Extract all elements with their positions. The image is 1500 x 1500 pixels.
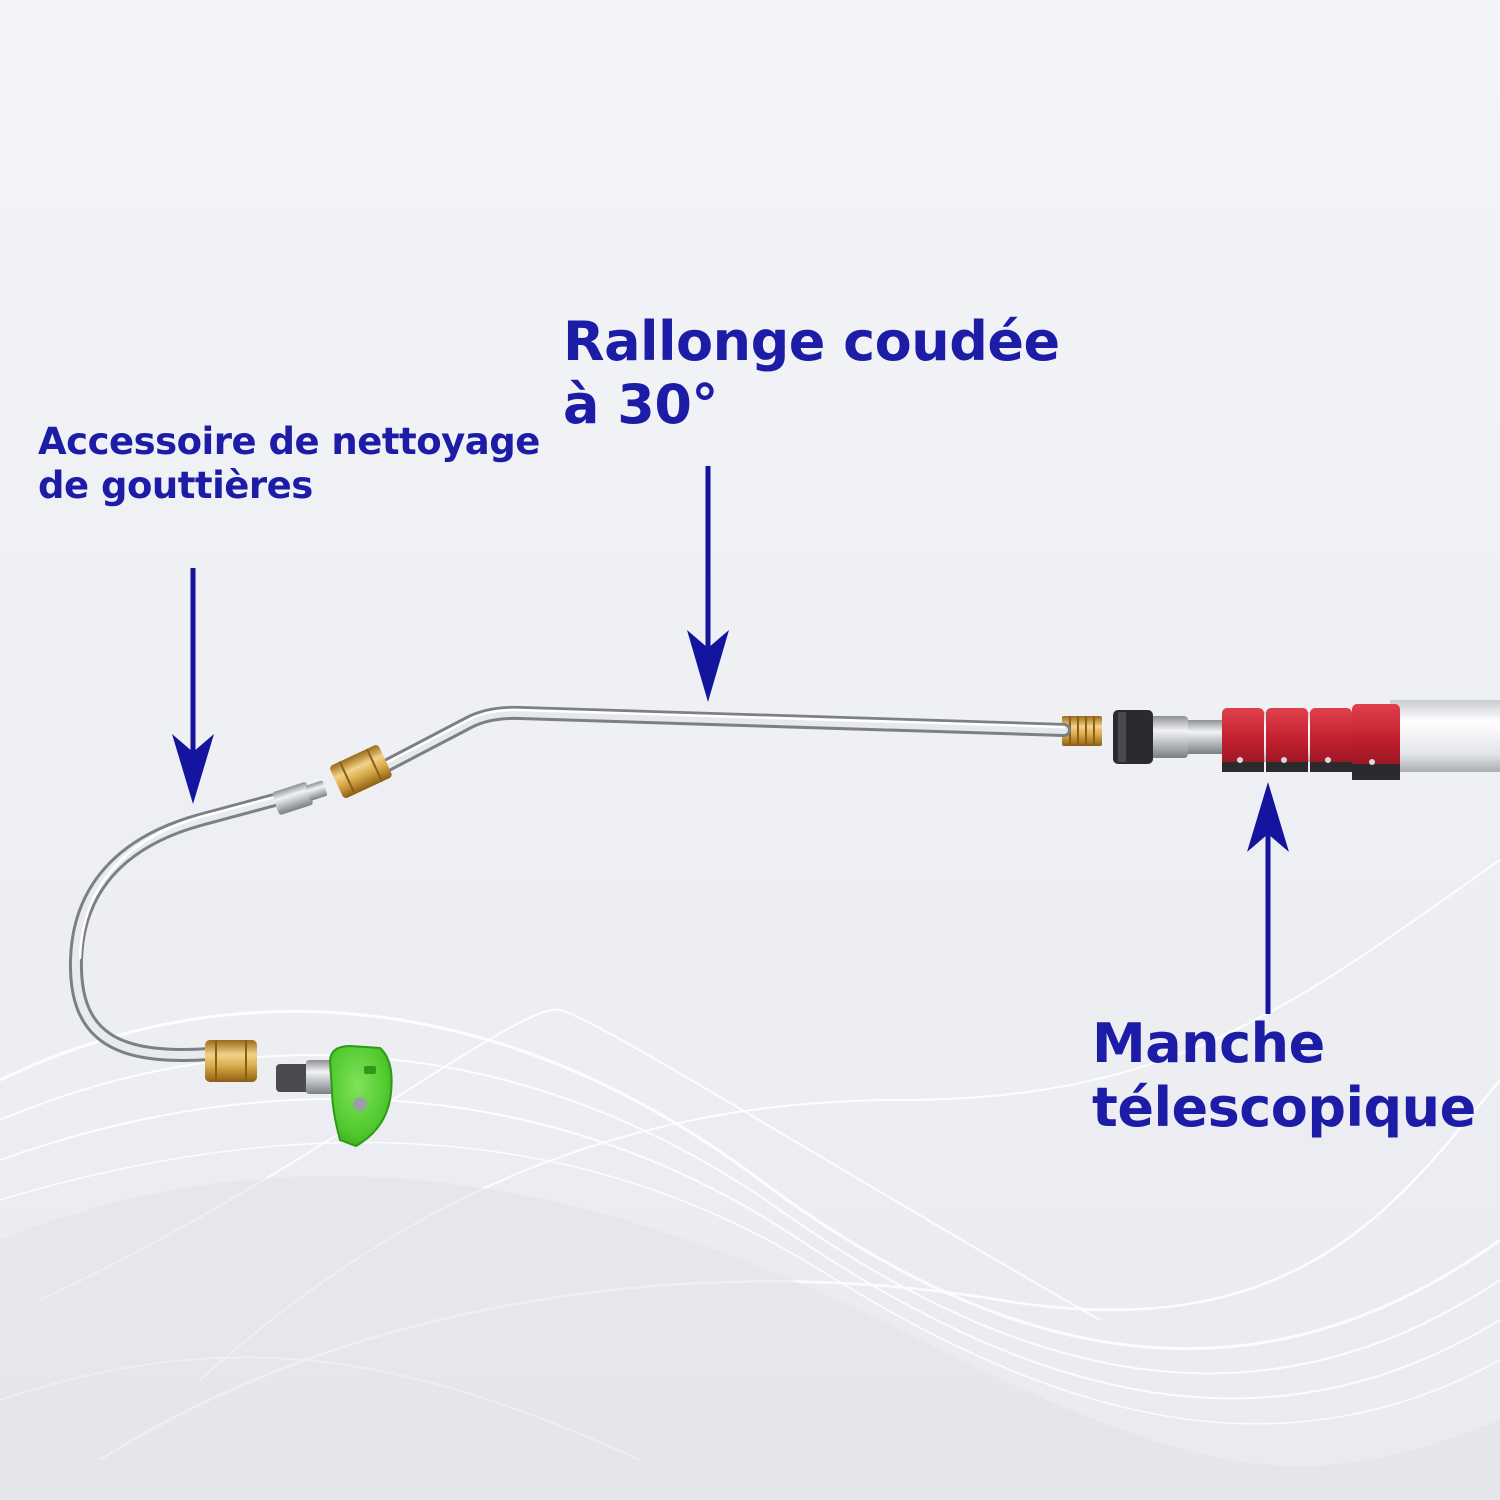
locking-clamp-1 [1222,708,1264,772]
locking-clamp-3 [1310,708,1352,772]
background-shade [0,1176,1500,1500]
label-extension-wand-line2: à 30° [563,373,718,437]
label-telescopic-handle-line2: télescopique [1092,1075,1476,1139]
gutter-hook-wand [68,780,327,1062]
label-telescopic-handle: Manche télescopique [1092,1012,1476,1139]
label-gutter-attachment-line2: de gouttières [38,464,313,508]
label-extension-wand-line1: Rallonge coudée [563,310,1060,373]
arrow-gutter-attachment [172,568,214,804]
locking-clamp-4 [1352,704,1400,780]
bent-extension-wand [330,705,1071,798]
arrow-telescopic-handle [1247,782,1289,1014]
label-telescopic-handle-line1: Manche [1092,1012,1325,1075]
telescopic-pole [1113,700,1500,780]
label-gutter-attachment-line1: Accessoire de nettoyage [38,420,540,463]
label-extension-wand: Rallonge coudée à 30° [563,310,1060,436]
nozzle-tip [276,1044,393,1148]
arrow-extension-wand [687,466,729,702]
label-gutter-attachment: Accessoire de nettoyage de gouttières [38,420,540,509]
locking-clamp-2 [1266,708,1308,772]
quick-connect-coupler [205,1040,257,1082]
